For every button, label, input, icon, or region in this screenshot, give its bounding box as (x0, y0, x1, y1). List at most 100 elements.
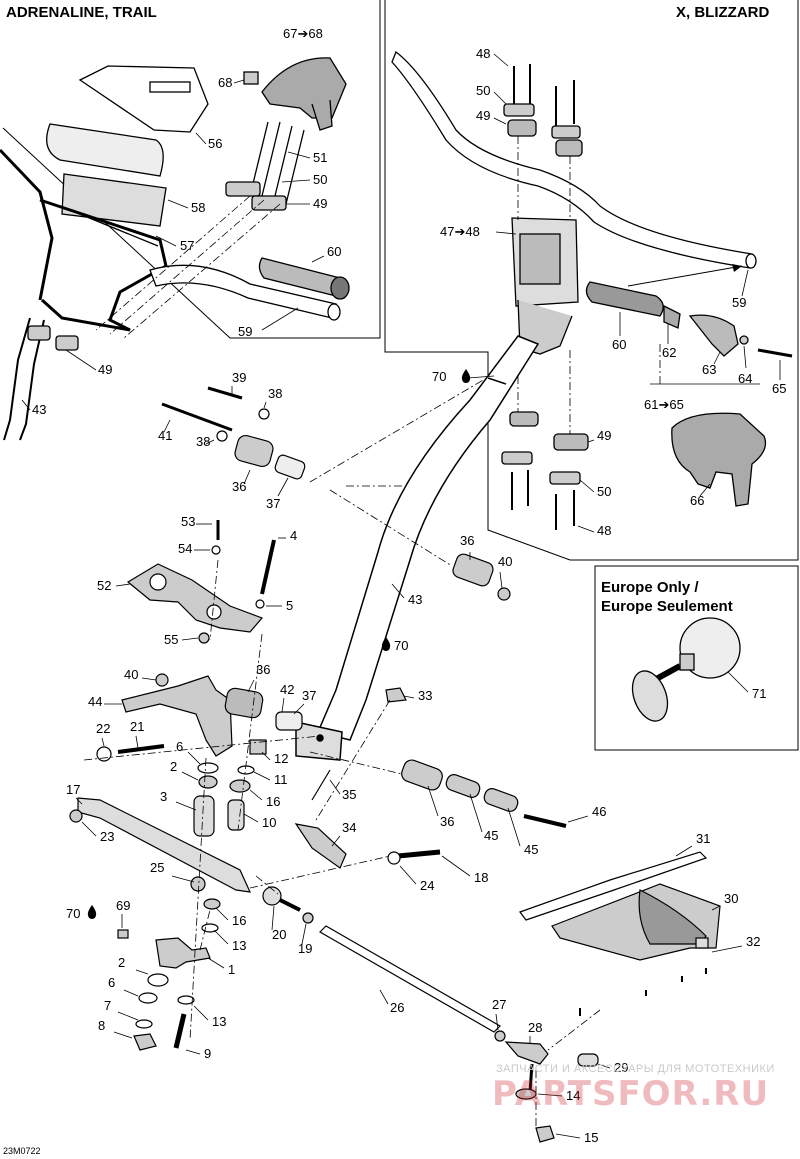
leader-42 (281, 697, 285, 713)
callout-61: 61➔65 (644, 397, 684, 412)
leader-33 (403, 695, 415, 699)
callout-36b: 36 (460, 533, 474, 548)
callout-37b: 37 (302, 688, 316, 703)
leader-52 (115, 583, 131, 587)
leader-50b (493, 91, 507, 105)
leader-56 (195, 132, 207, 145)
leader-27 (495, 1013, 499, 1031)
leader-34 (331, 835, 341, 847)
callout-57: 57 (180, 238, 194, 253)
callout-3: 3 (160, 789, 167, 804)
callout-25: 25 (150, 860, 164, 875)
callout-50b: 50 (476, 83, 490, 98)
gasket-31 (519, 851, 708, 921)
leader-25 (171, 875, 195, 883)
oil-drop-icon (87, 905, 97, 919)
callout-38b: 38 (196, 434, 210, 449)
center-guide-lines (83, 375, 601, 1128)
callout-30: 30 (724, 891, 738, 906)
callout-47: 47➔48 (440, 224, 480, 239)
europe-title-line1: Europe Only / (601, 579, 699, 596)
callout-48a: 48 (476, 46, 490, 61)
callout-1: 1 (228, 962, 235, 977)
callout-24: 24 (420, 878, 434, 893)
leader-16b (215, 907, 229, 921)
callout-40a: 40 (498, 554, 512, 569)
leader-20 (271, 905, 275, 931)
callout-36c: 36 (256, 662, 270, 677)
leader-36a (243, 469, 251, 485)
leader-40b (141, 677, 157, 681)
leader-18 (441, 855, 471, 877)
callout-23: 23 (100, 829, 114, 844)
tie-rod (319, 925, 501, 1033)
leader-11 (253, 771, 271, 781)
left-guide-lines (95, 195, 281, 339)
callout-39: 39 (232, 370, 246, 385)
callout-9: 9 (204, 1046, 211, 1061)
leader-60a (311, 255, 325, 263)
callout-20: 20 (272, 927, 286, 942)
leader-45b (507, 807, 521, 847)
callout-52: 52 (97, 578, 111, 593)
callout-18: 18 (474, 870, 488, 885)
steering-column-tube (316, 335, 540, 741)
arrow-to-59 (627, 265, 743, 287)
callout-27: 27 (492, 997, 506, 1012)
leader-64 (743, 345, 747, 369)
leader-21 (135, 735, 139, 749)
leader-48a (493, 53, 509, 67)
callout-16a: 16 (266, 794, 280, 809)
leader-49b (65, 349, 97, 371)
leader-24 (399, 865, 417, 885)
callout-6b: 6 (108, 975, 115, 990)
callout-44: 44 (88, 694, 102, 709)
oil-drop-icon (461, 369, 471, 383)
callout-65: 65 (772, 381, 786, 396)
leader-22 (101, 737, 105, 747)
callout-49c: 49 (476, 108, 490, 123)
leader-13a (213, 929, 229, 945)
callout-46: 46 (592, 804, 606, 819)
callout-70a: 70 (432, 369, 446, 384)
callout-21: 21 (130, 719, 144, 734)
callout-43b: 43 (408, 592, 422, 607)
leader-26 (379, 989, 389, 1005)
right-handlebar-assembly (391, 50, 793, 530)
leader-43a (21, 399, 31, 411)
callout-leaders (21, 53, 781, 1139)
leader-1 (207, 957, 225, 969)
leader-3 (175, 801, 197, 811)
callout-58: 58 (191, 200, 205, 215)
foam-pad (46, 123, 164, 177)
leader-57 (155, 235, 177, 247)
leader-7 (117, 1011, 139, 1021)
callout-50c: 50 (597, 484, 611, 499)
callout-45a: 45 (484, 828, 498, 843)
callout-26: 26 (390, 1000, 404, 1015)
leader-55 (181, 637, 199, 641)
leader-19 (301, 923, 307, 945)
callout-28: 28 (528, 1020, 542, 1035)
leader-36c (247, 679, 255, 693)
callout-12: 12 (274, 751, 288, 766)
callout-22: 22 (96, 721, 110, 736)
callout-31: 31 (696, 831, 710, 846)
leader-37a (277, 477, 289, 497)
callout-36d: 36 (440, 814, 454, 829)
callout-2a: 2 (170, 759, 177, 774)
leader-38b (205, 439, 215, 445)
callout-49d: 49 (597, 428, 611, 443)
callout-2b: 2 (118, 955, 125, 970)
leader-38a (263, 401, 267, 409)
callout-55: 55 (164, 632, 178, 647)
callout-64: 64 (738, 371, 752, 386)
callout-48b: 48 (597, 523, 611, 538)
steering-column-assembly (295, 335, 540, 761)
callout-71: 71 (752, 686, 766, 701)
callout-66: 66 (690, 493, 704, 508)
leader-14 (537, 1093, 563, 1097)
leader-23 (81, 821, 97, 837)
europe-box-frame (594, 565, 799, 751)
leader-32 (711, 945, 743, 953)
